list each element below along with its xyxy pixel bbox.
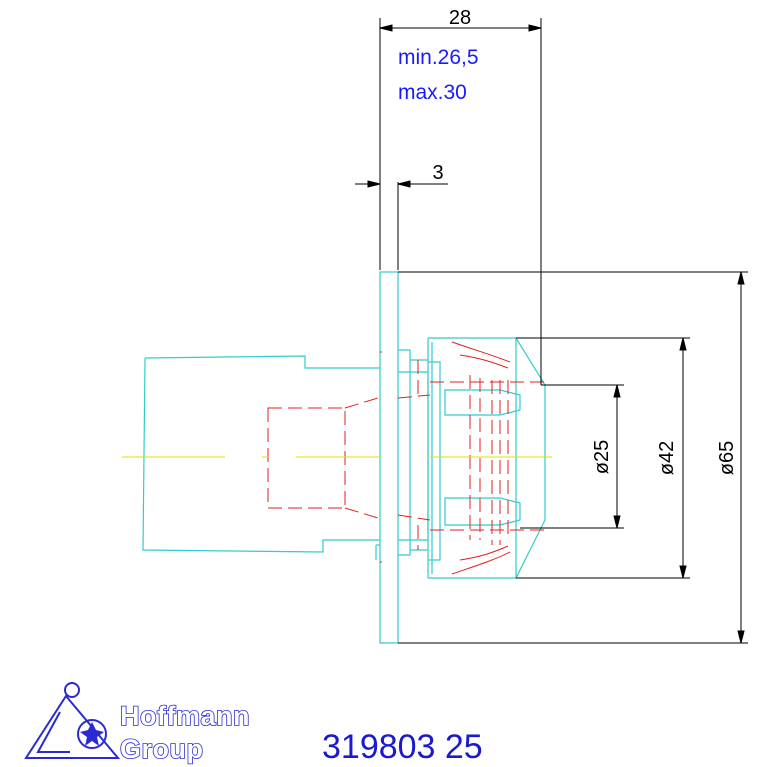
dimension-lines: [355, 18, 748, 644]
hoffmann-logo-icon: [24, 682, 121, 759]
logo-line2: Group: [120, 734, 204, 764]
dim-bore-diameter: ø25: [591, 440, 613, 474]
thread-curves: [380, 341, 511, 575]
dim-flange-thickness: 3: [432, 162, 443, 184]
note-min: min.26,5: [398, 46, 479, 69]
logo-line1: Hoffmann: [120, 701, 250, 731]
part-number: 319803 25: [322, 728, 483, 766]
dim-overall-length: 28: [449, 7, 471, 29]
note-max: max.30: [398, 81, 467, 104]
dim-outer-diameter: ø65: [716, 441, 738, 475]
hidden-lines: [267, 360, 545, 550]
dim-inner-diameter: ø42: [656, 441, 678, 475]
